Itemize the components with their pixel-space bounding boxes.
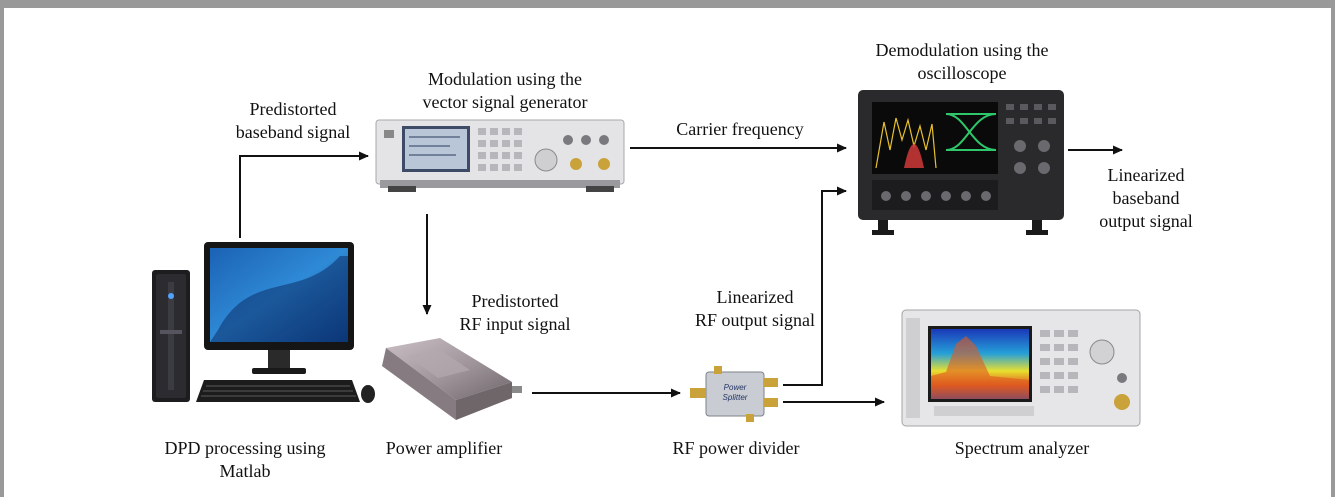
arrow-divider-to-oscilloscope: [783, 186, 847, 386]
power-amplifier-icon: [382, 338, 522, 420]
label-dpd-processing-line-1: DPD processing using: [164, 438, 326, 458]
label-carrier-frequency-text: Carrier frequency: [676, 119, 804, 139]
label-linearized-baseband-line-2: baseband: [1112, 188, 1180, 208]
label-power-amplifier-text: Power amplifier: [385, 438, 503, 458]
label-signal-generator-line-2: vector signal generator: [422, 92, 588, 112]
label-spectrum-analyzer-text: Spectrum analyzer: [954, 438, 1090, 458]
label-carrier-frequency: Carrier frequency: [640, 118, 840, 141]
connection-arrows: [239, 143, 1123, 407]
label-predistorted-baseband-line-2: baseband signal: [235, 122, 351, 142]
label-predistorted-baseband: Predistorted baseband signal: [208, 98, 378, 144]
oscilloscope-icon: [858, 90, 1064, 235]
label-power-amplifier: Power amplifier: [364, 437, 524, 460]
label-predistorted-rf-line-2: RF input signal: [459, 314, 571, 334]
label-predistorted-rf-line-1: Predistorted: [471, 291, 559, 311]
label-signal-generator: Modulation using the vector signal gener…: [385, 68, 625, 114]
label-signal-generator-line-1: Modulation using the: [428, 69, 582, 89]
label-linearized-rf-line-1: Linearized: [716, 287, 794, 307]
label-spectrum-analyzer: Spectrum analyzer: [922, 437, 1122, 460]
divider-print-line-1: Power: [724, 383, 747, 392]
label-linearized-baseband-line-3: output signal: [1099, 211, 1193, 231]
label-linearized-baseband: Linearized baseband output signal: [1076, 164, 1216, 233]
divider-print-line-2: Splitter: [723, 393, 748, 402]
label-oscilloscope: Demodulation using the oscilloscope: [842, 39, 1082, 85]
rf-power-divider-icon: Power Splitter: [690, 366, 778, 422]
label-rf-power-divider: RF power divider: [646, 437, 826, 460]
label-dpd-processing: DPD processing using Matlab: [140, 437, 350, 483]
label-oscilloscope-line-2: oscilloscope: [917, 63, 1007, 83]
label-predistorted-baseband-line-1: Predistorted: [249, 99, 337, 119]
arrow-pc-to-signal-generator: [239, 151, 369, 238]
label-dpd-processing-line-2: Matlab: [219, 461, 271, 481]
label-oscilloscope-line-1: Demodulation using the: [875, 40, 1049, 60]
label-predistorted-rf: Predistorted RF input signal: [430, 290, 600, 336]
label-linearized-rf-line-2: RF output signal: [694, 310, 815, 330]
vector-signal-generator-icon: [375, 119, 625, 192]
label-linearized-baseband-line-1: Linearized: [1107, 165, 1185, 185]
spectrum-analyzer-icon: [901, 309, 1141, 427]
label-rf-power-divider-text: RF power divider: [672, 438, 800, 458]
desktop-computer-icon: [152, 242, 375, 403]
label-linearized-rf: Linearized RF output signal: [680, 286, 830, 332]
